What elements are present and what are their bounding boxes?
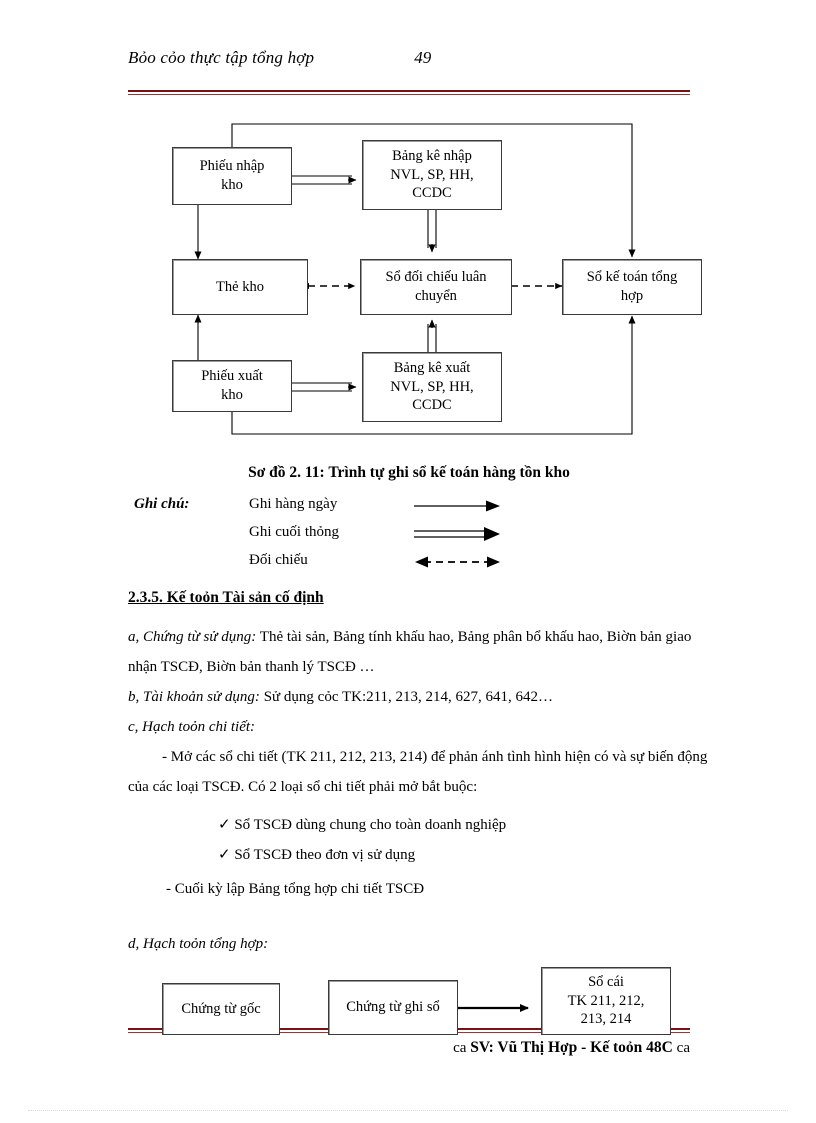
diagram-caption: Sơ đồ 2. 11: Trình tự ghi sổ kế toán hàn… — [248, 464, 570, 481]
box-label: Phiếu nhập kho — [199, 158, 265, 193]
single-arrow-icon — [412, 494, 512, 518]
box-label: Phiếu xuất kho — [201, 368, 263, 403]
diagram-legend: Ghi chú: Ghi hàng ngày Ghi cuối thỏng Đố… — [134, 494, 694, 578]
double-arrow-icon — [412, 522, 512, 546]
diagram-box-so-doi-chieu: Sổ đối chiếu luân chuyển — [360, 259, 512, 315]
diagram-box-bang-ke-xuat: Bảng kê xuất NVL, SP, HH, CCDC — [362, 352, 502, 422]
diagram-box-phieu-nhap-kho: Phiếu nhập kho — [172, 147, 292, 205]
paragraph-b: b, Tài khoản sử dụng: Sử dụng cỏc TK:211… — [128, 682, 718, 712]
legend-title: Ghi chú: — [134, 496, 190, 512]
check-item-2: ✓ Sổ TSCĐ theo đơn vị sử dụng — [218, 840, 718, 870]
paragraph-c-label: c, Hạch toỏn chi tiết: — [128, 719, 256, 735]
legend-row-monthly: Ghi cuối thỏng — [134, 522, 694, 550]
check-item-2-label: Sổ TSCĐ theo đơn vị sử dụng — [234, 847, 416, 863]
footer-text: SV: Vũ Thị Hợp - Kế toỏn 48C — [470, 1039, 673, 1056]
box-label: Thẻ kho — [216, 278, 264, 295]
section-heading: 2.3.5. Kế toỏn Tài sản cố định — [128, 589, 324, 606]
paragraph-d-label: d, Hạch toỏn tổng hợp: — [128, 936, 269, 952]
diagram-box-chung-tu-goc: Chứng từ gốc — [162, 983, 280, 1035]
check-item-1-label: Sổ TSCĐ dùng chung cho toàn doanh nghiệp — [234, 817, 507, 833]
header-title: Bỏo cỏo thực tập tổng hợp — [128, 48, 315, 67]
diagram-box-bang-ke-nhap: Bảng kê nhập NVL, SP, HH, CCDC — [362, 140, 502, 210]
dash-item-1: - Cuối kỳ lập Bảng tổng hợp chi tiết TSC… — [166, 881, 425, 897]
page-header: Bỏo cỏo thực tập tổng hợp 49 — [128, 48, 688, 68]
box-label: Bảng kê nhập NVL, SP, HH, CCDC — [390, 148, 474, 202]
paragraph-a: a, Chứng từ sử dụng: Thẻ tài sản, Bảng t… — [128, 622, 718, 682]
diagram-box-phieu-xuat-kho: Phiếu xuất kho — [172, 360, 292, 412]
paragraph-c-body: - Mở các sổ chi tiết (TK 211, 212, 213, … — [128, 749, 708, 795]
page-footer: ca SV: Vũ Thị Hợp - Kế toỏn 48C ca — [128, 1039, 690, 1057]
diagram-box-the-kho: Thẻ kho — [172, 259, 308, 315]
paragraph-b-label: b, Tài khoản sử dụng: — [128, 689, 260, 705]
checkmark-icon: ✓ — [218, 817, 231, 833]
diagram-box-so-ke-toan-tong-hop: Sổ kế toán tổng hợp — [562, 259, 702, 315]
ornament-right-icon: ca — [676, 1040, 690, 1056]
dashed-double-arrow-icon — [412, 550, 512, 574]
paragraph-b-text: Sử dụng cỏc TK:211, 213, 214, 627, 641, … — [259, 689, 554, 705]
box-label: Chứng từ ghi sổ — [346, 999, 440, 1016]
paragraph-a-text: Thẻ tài sản, Bảng tính khấu hao, Bảng ph… — [128, 629, 692, 675]
ornament-left-icon: ca — [453, 1040, 467, 1056]
checkmark-icon: ✓ — [218, 847, 231, 863]
box-label: Sổ cái TK 211, 212, 213, 214 — [567, 973, 645, 1028]
legend-label-reconcile: Đối chiếu — [249, 552, 308, 568]
diagram-box-chung-tu-ghi-so: Chứng từ ghi sổ — [328, 980, 458, 1035]
page-bottom-dotted-line — [28, 1110, 788, 1111]
inventory-flow-diagram: Phiếu nhập kho Bảng kê nhập NVL, SP, HH,… — [0, 0, 816, 450]
box-label: Sổ đối chiếu luân chuyển — [385, 269, 487, 304]
header-rule — [128, 90, 690, 95]
legend-label-monthly: Ghi cuối thỏng — [249, 524, 339, 540]
box-label: Chứng từ gốc — [181, 1000, 261, 1017]
legend-row-reconcile: Đối chiếu — [134, 550, 694, 578]
page-number: 49 — [414, 48, 432, 67]
paragraph-a-label: a, Chứng từ sử dụng: — [128, 629, 257, 645]
check-item-1: ✓ Sổ TSCĐ dùng chung cho toàn doanh nghi… — [218, 810, 718, 840]
box-label: Sổ kế toán tổng hợp — [586, 269, 678, 304]
fixed-asset-flow-diagram: Chứng từ gốc Chứng từ ghi sổ Sổ cái TK 2… — [0, 955, 816, 1035]
diagram-box-so-cai: Sổ cái TK 211, 212, 213, 214 — [541, 967, 671, 1035]
legend-label-daily: Ghi hàng ngày — [249, 496, 338, 512]
paragraph-c-label-row: c, Hạch toỏn chi tiết: — [128, 712, 718, 742]
box-label: Bảng kê xuất NVL, SP, HH, CCDC — [390, 360, 474, 414]
legend-row-daily: Ghi chú: Ghi hàng ngày — [134, 494, 694, 522]
